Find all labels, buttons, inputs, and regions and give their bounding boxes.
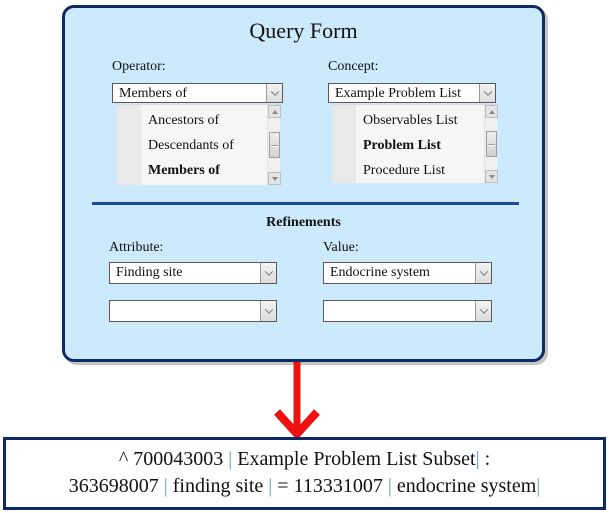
operator-selected-value[interactable]: Members of [119, 86, 188, 101]
attribute-combobox-empty[interactable] [109, 300, 277, 322]
scrollbar-thumb[interactable] [269, 132, 280, 158]
scroll-down-button[interactable] [268, 172, 281, 185]
pipe-delimiter: | [268, 475, 273, 497]
triangle-up-icon [271, 109, 278, 114]
query-form-panel: Query Form Operator: Members of Ancestor… [62, 5, 545, 362]
value-empty-dropdown-button[interactable] [475, 301, 491, 321]
expression-line-2: 363698007 | finding site | = 113331007 |… [6, 473, 603, 500]
expression-text: Example Problem List Subset [232, 448, 476, 470]
list-gutter [332, 105, 357, 183]
list-item-descendants-of[interactable]: Descendants of [148, 138, 234, 153]
triangle-down-icon [271, 176, 278, 181]
chevron-down-icon [479, 305, 488, 314]
operator-dropdown-button[interactable] [266, 84, 282, 102]
chevron-down-icon [264, 267, 273, 276]
concept-list-scrollbar[interactable] [484, 105, 498, 183]
value-combobox-empty[interactable] [323, 300, 492, 322]
value-label: Value: [323, 240, 359, 255]
expression-result-box: ^ 700043003 | Example Problem List Subse… [3, 437, 606, 510]
section-divider [92, 202, 519, 205]
chevron-down-icon [270, 87, 279, 96]
attribute-empty-value[interactable] [110, 301, 260, 323]
triangle-down-icon [488, 174, 495, 179]
operator-options: Ancestors of Descendants of Members of [142, 105, 267, 185]
list-item-procedure-list[interactable]: Procedure List [363, 163, 446, 178]
list-gutter [117, 105, 142, 185]
pipe-delimiter: | [536, 475, 541, 497]
concept-selected-value[interactable]: Example Problem List [335, 86, 461, 101]
pipe-delimiter: | [387, 475, 392, 497]
attribute-selected-value[interactable]: Finding site [116, 265, 183, 280]
expression-text: finding site [167, 475, 269, 497]
page-title: Query Form [249, 18, 358, 43]
expression-text: ^ 700043003 [118, 448, 229, 470]
expression-text: 363698007 [68, 475, 164, 497]
value-selected-value[interactable]: Endocrine system [330, 265, 430, 280]
attribute-label: Attribute: [109, 240, 164, 255]
concept-label: Concept: [328, 59, 379, 74]
operator-dropdown-list: Ancestors of Descendants of Members of [117, 104, 281, 185]
value-dropdown-button[interactable] [475, 263, 491, 283]
list-item-observables-list[interactable]: Observables List [363, 113, 458, 128]
refinements-heading: Refinements [266, 215, 341, 230]
expression-text: : [479, 448, 491, 470]
concept-dropdown-button[interactable] [479, 84, 495, 102]
attribute-empty-dropdown-button[interactable] [260, 301, 276, 321]
pipe-delimiter: | [163, 475, 168, 497]
value-combobox[interactable]: Endocrine system [323, 262, 492, 284]
list-item-problem-list[interactable]: Problem List [363, 138, 441, 153]
pipe-delimiter: | [228, 448, 233, 470]
value-empty-value[interactable] [324, 301, 475, 323]
list-item-members-of[interactable]: Members of [148, 163, 220, 178]
scrollbar-thumb[interactable] [486, 131, 497, 157]
scroll-up-button[interactable] [268, 105, 281, 118]
expression-line-1: ^ 700043003 | Example Problem List Subse… [6, 446, 603, 473]
triangle-up-icon [488, 109, 495, 114]
list-item-ancestors-of[interactable]: Ancestors of [148, 113, 220, 128]
expression-text: endocrine system [391, 475, 537, 497]
concept-combobox[interactable]: Example Problem List [328, 83, 496, 103]
operator-list-scrollbar[interactable] [267, 105, 281, 185]
scroll-up-button[interactable] [485, 105, 498, 118]
operator-label: Operator: [112, 59, 166, 74]
chevron-down-icon [264, 305, 273, 314]
attribute-dropdown-button[interactable] [260, 263, 276, 283]
operator-combobox[interactable]: Members of [112, 83, 283, 103]
scroll-down-button[interactable] [485, 170, 498, 183]
attribute-combobox[interactable]: Finding site [109, 262, 277, 284]
chevron-down-icon [479, 267, 488, 276]
expression-text: = 113331007 [272, 475, 388, 497]
pipe-delimiter: | [475, 448, 480, 470]
down-arrow-icon [274, 362, 320, 440]
chevron-down-icon [483, 87, 492, 96]
